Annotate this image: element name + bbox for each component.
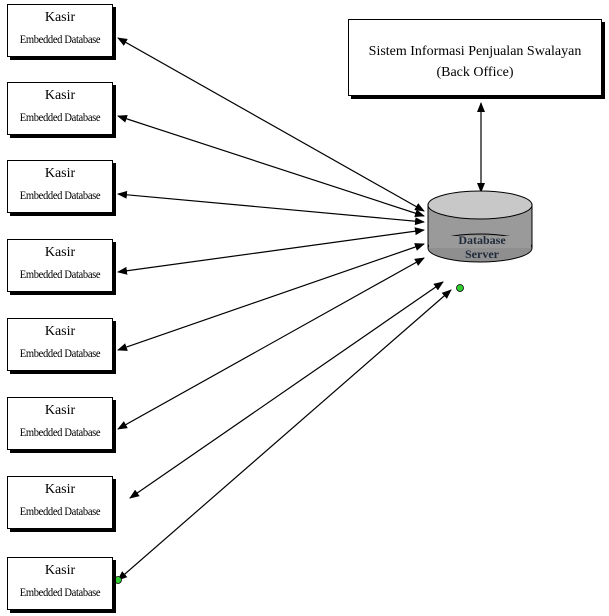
selection-handle-icon[interactable] (114, 576, 122, 584)
kasir-box-5: Kasir Embedded Database (7, 318, 113, 371)
kasir-title: Kasir (44, 482, 76, 497)
kasir-box-7: Kasir Embedded Database (7, 476, 113, 529)
database-server-label-2: Server (465, 247, 499, 261)
kasir-subtitle: Embedded Database (19, 504, 101, 518)
kasir-connector-arrow (117, 257, 425, 430)
kasir-box-8: Kasir Embedded Database (7, 557, 113, 610)
kasir-box-2: Kasir Embedded Database (7, 82, 113, 135)
database-server-label-1: Database (458, 233, 506, 247)
back-office-subtitle: (Back Office) (436, 65, 514, 80)
kasir-title: Kasir (44, 245, 76, 260)
kasir-title: Kasir (44, 10, 76, 25)
kasir-subtitle: Embedded Database (19, 346, 101, 360)
kasir-box-4: Kasir Embedded Database (7, 239, 113, 292)
kasir-title: Kasir (44, 403, 76, 418)
back-office-title: Sistem Informasi Penjualan Swalayan (368, 44, 582, 59)
kasir-subtitle: Embedded Database (19, 425, 101, 439)
kasir-title: Kasir (44, 324, 76, 339)
kasir-subtitle: Embedded Database (19, 188, 101, 202)
kasir-connector-arrow (117, 190, 425, 226)
kasir-title: Kasir (44, 166, 76, 181)
kasir-connector-arrow (117, 114, 425, 218)
kasir-box-6: Kasir Embedded Database (7, 397, 113, 450)
back-office-box: Sistem Informasi Penjualan Swalayan (Bac… (348, 19, 602, 96)
selection-handle-icon[interactable] (456, 284, 464, 292)
kasir-subtitle: Embedded Database (19, 32, 101, 46)
kasir-subtitle: Embedded Database (19, 585, 101, 599)
database-server-icon (427, 190, 533, 263)
kasir-subtitle: Embedded Database (19, 267, 101, 281)
kasir-connector-arrow (117, 227, 425, 275)
kasir-connector-arrow (129, 281, 444, 499)
kasir-title: Kasir (44, 88, 76, 103)
kasir-box-3: Kasir Embedded Database (7, 160, 113, 213)
kasir-subtitle: Embedded Database (19, 110, 101, 124)
kasir-connector-arrow (117, 243, 425, 351)
kasir-title: Kasir (44, 563, 76, 578)
kasir-box-1: Kasir Embedded Database (7, 4, 113, 57)
kasir-connector-arrow (117, 289, 452, 581)
